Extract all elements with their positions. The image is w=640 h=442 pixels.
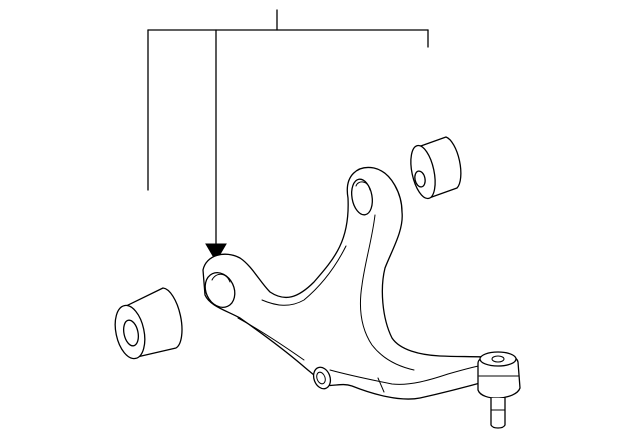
pointer-arrow	[205, 243, 227, 262]
front-bushing	[114, 287, 183, 360]
ball-joint	[477, 351, 521, 429]
rear-bushing	[410, 136, 462, 200]
leader-lines	[147, 9, 429, 262]
control-arm	[202, 166, 499, 400]
